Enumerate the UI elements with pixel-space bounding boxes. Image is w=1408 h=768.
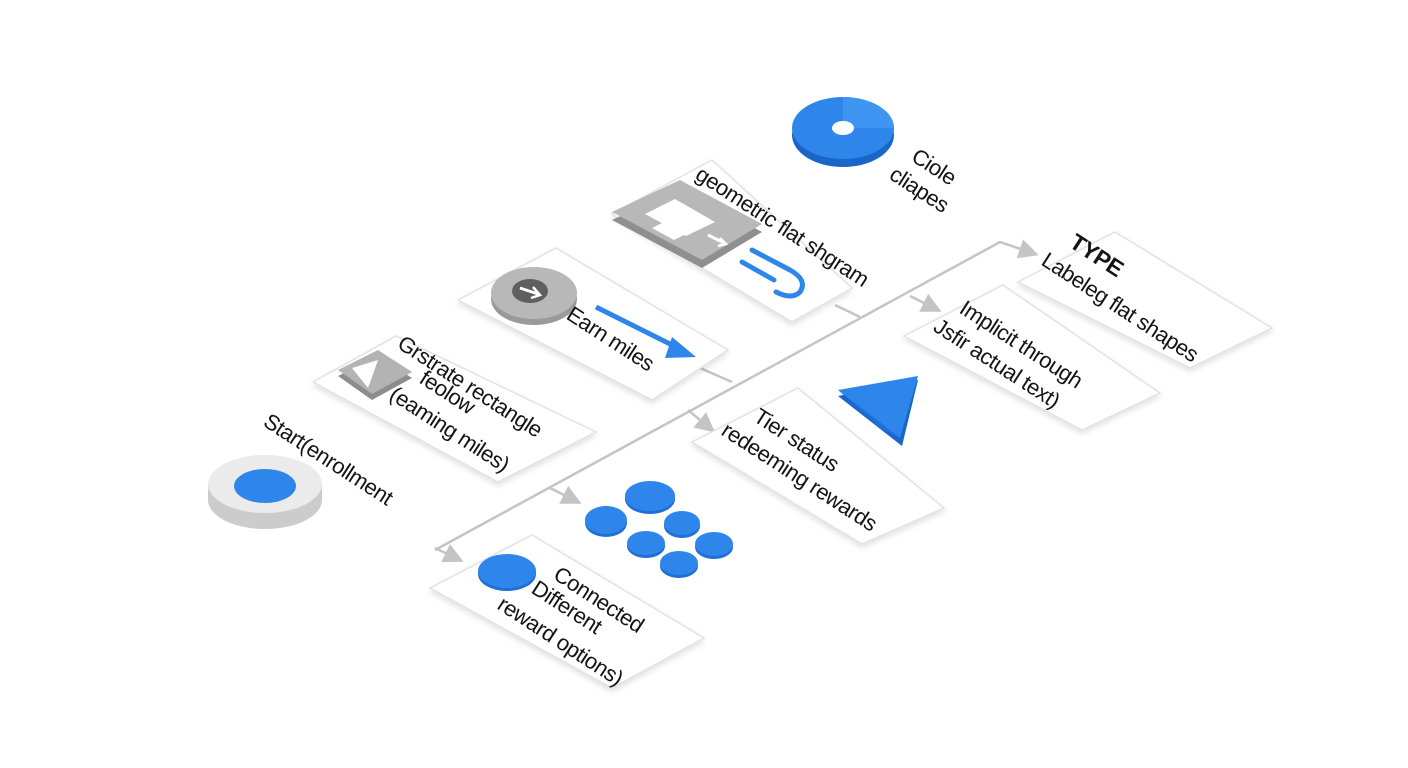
- connector-to-implicit-card: [909, 293, 942, 312]
- clock-arrow-icon: [491, 267, 577, 325]
- connector-to-tier-card: [687, 409, 716, 433]
- play-rectangle-shape: [338, 350, 412, 400]
- implicit-card: [902, 284, 1162, 431]
- blue-u-icon: [739, 247, 805, 299]
- gray-block-shape: [612, 180, 762, 268]
- type-card: [1016, 231, 1274, 369]
- circle-shapes-label: Ciole cliapes: [885, 143, 961, 218]
- cards: [311, 159, 1274, 689]
- connected-dot-shape: [478, 554, 536, 591]
- connector-lines: [434, 239, 1039, 563]
- main-diagonal-connector: [434, 239, 1039, 552]
- connector-to-connected-card: [434, 544, 464, 563]
- earn-arrow: [594, 304, 696, 358]
- connector-from-geometric-card: [834, 303, 861, 319]
- blue-triangle-shape: [838, 376, 918, 446]
- dot-cluster-shape: [585, 481, 733, 578]
- connector-from-earn-card: [699, 366, 733, 384]
- tier-card: [690, 387, 946, 545]
- connector-to-dot-cluster: [547, 485, 582, 504]
- circle-disc-shape: [792, 97, 894, 167]
- start-disc-shape: [208, 455, 322, 529]
